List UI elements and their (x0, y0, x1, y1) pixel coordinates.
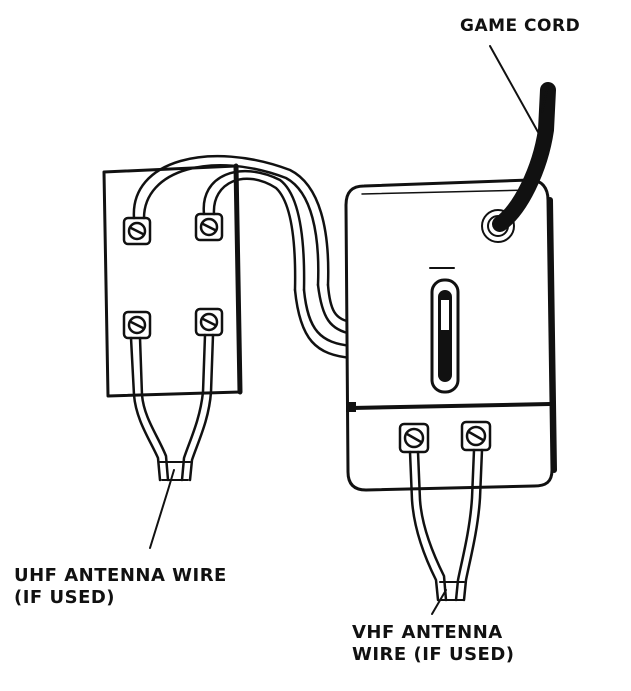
slide-switch (429, 267, 460, 394)
uhf-terminal-screws (122, 212, 224, 340)
plate-jumper-wires (132, 154, 330, 292)
screw-icon (122, 216, 152, 246)
screw-icon (122, 310, 152, 340)
game-cord-leader-line (489, 45, 539, 133)
screw-icon (194, 307, 224, 337)
vhf-label-line-2: WIRE (IF USED) (352, 643, 515, 665)
uhf-label-line-2: (IF USED) (14, 586, 116, 608)
connecting-cable (293, 283, 354, 360)
screw-icon (194, 212, 224, 242)
uhf-antenna-wire-label: UHF ANTENNA WIRE (IF USED) (14, 565, 227, 608)
screw-icon (460, 420, 492, 452)
vhf-antenna-wire (408, 448, 484, 615)
uhf-label-line-1: UHF ANTENNA WIRE (14, 565, 227, 586)
vhf-label-line-1: VHF ANTENNA (352, 622, 503, 643)
uhf-terminal-plate (102, 163, 243, 398)
screw-icon (398, 422, 430, 454)
vhf-terminals (398, 420, 492, 454)
game-cord (492, 82, 556, 232)
game-cord-label: GAME CORD (460, 16, 581, 36)
vhf-antenna-wire-label: VHF ANTENNA WIRE (IF USED) (352, 622, 515, 665)
uhf-antenna-wire (129, 333, 215, 549)
